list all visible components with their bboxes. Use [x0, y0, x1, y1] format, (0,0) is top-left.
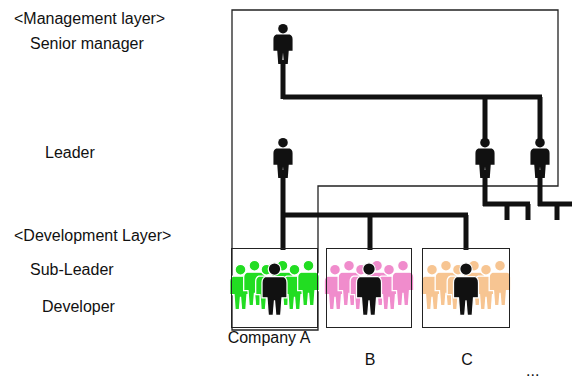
- layer-label: Leader: [45, 142, 95, 164]
- layer-label: Developer: [42, 296, 115, 318]
- company-label: C: [423, 349, 511, 371]
- company-box: Company A: [231, 248, 318, 328]
- layer-label: <Management layer>: [14, 8, 165, 30]
- layer-label: <Development Layer>: [14, 225, 171, 247]
- crowd: [230, 260, 320, 315]
- hierarchy-lines: [281, 60, 572, 250]
- company-box: B: [326, 248, 412, 328]
- company-label: Company A: [224, 327, 314, 349]
- company-box: C: [422, 248, 510, 328]
- company-label: B: [327, 349, 413, 371]
- layer-label: Sub-Leader: [30, 259, 114, 281]
- layer-label: Senior manager: [30, 33, 144, 55]
- crowd: [324, 260, 414, 315]
- developer-crowds: [230, 260, 511, 315]
- manager-figures: [273, 24, 549, 178]
- crowd: [421, 260, 511, 315]
- layer-label: ...: [526, 360, 539, 380]
- management-outline: [232, 10, 558, 330]
